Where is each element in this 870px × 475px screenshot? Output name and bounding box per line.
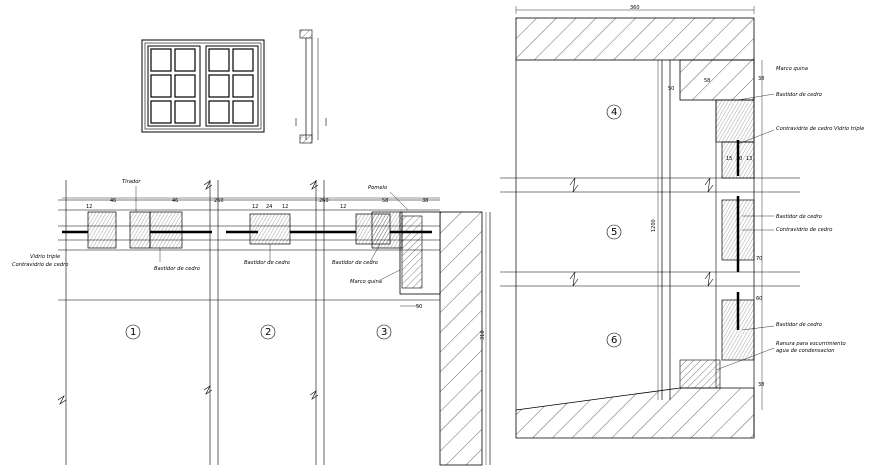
label-marco-quina-section: Marco quina bbox=[776, 66, 808, 72]
label-ranura: Ranura para escurrimiento bbox=[776, 341, 846, 347]
label-bastidor-plan-2: Bastidor de cedro bbox=[244, 260, 290, 266]
panel-number-1: 1 bbox=[130, 327, 136, 338]
window-pane bbox=[174, 100, 196, 124]
label-bastidor-section-2: Bastidor de cedro bbox=[776, 214, 822, 220]
window-pane bbox=[208, 48, 230, 72]
window-pane bbox=[232, 100, 254, 124]
dim-46-b: 46 bbox=[172, 198, 178, 204]
panel-number-4: 4 bbox=[611, 107, 617, 118]
window-pane bbox=[150, 48, 172, 72]
dim-58: 58 bbox=[382, 198, 388, 204]
dim-260-a: 260 bbox=[214, 198, 224, 204]
window-pane bbox=[208, 74, 230, 98]
label-pomelo: Pomelo bbox=[368, 185, 387, 191]
window-pane bbox=[174, 48, 196, 72]
panel-number-3: 3 bbox=[381, 327, 387, 338]
dim-top-width: 360 bbox=[630, 5, 640, 11]
label-contravidrio-section: Contravidrio de cedro bbox=[776, 227, 832, 233]
window-pane bbox=[150, 100, 172, 124]
dim-260-b: 260 bbox=[319, 198, 329, 204]
dim-38-b: 38 bbox=[758, 76, 764, 82]
label-marco-quina-plan: Marco quina bbox=[350, 279, 382, 285]
window-pane bbox=[150, 74, 172, 98]
panel-number-6: 6 bbox=[611, 335, 617, 346]
plan-section bbox=[57, 180, 491, 466]
label-bastidor-section-1: Bastidor de cedro bbox=[776, 92, 822, 98]
dim-section-height: 1200 bbox=[651, 219, 657, 232]
dim-24: 24 bbox=[266, 204, 272, 210]
window-pane bbox=[232, 48, 254, 72]
dim-13: 13 bbox=[746, 156, 752, 162]
small-section bbox=[295, 29, 327, 144]
dim-50: 50 bbox=[668, 86, 674, 92]
label-ranura-2: agua de condensacion bbox=[776, 348, 834, 354]
dim-10: 10 bbox=[736, 156, 742, 162]
window-pane bbox=[208, 100, 230, 124]
dim-plan-height: 310 bbox=[480, 330, 486, 340]
dim-15: 15 bbox=[726, 156, 732, 162]
dim-46-a: 46 bbox=[110, 198, 116, 204]
dim-12-a: 12 bbox=[86, 204, 92, 210]
label-tirador: Tirador bbox=[122, 179, 141, 185]
annotations: Tirador Pomelo Vidrio triple Contravidri… bbox=[12, 5, 864, 388]
label-bastidor-plan-3: Bastidor de cedro bbox=[332, 260, 378, 266]
dim-70: 70 bbox=[756, 256, 762, 262]
dim-58-section: 58 bbox=[704, 78, 710, 84]
label-contravidrio-vidrio: Contravidrio de cedro Vidrio triple bbox=[776, 126, 864, 132]
dim-60: 60 bbox=[756, 296, 762, 302]
dim-12-d: 12 bbox=[340, 204, 346, 210]
panel-number-2: 2 bbox=[265, 327, 271, 338]
label-bastidor-section-3: Bastidor de cedro bbox=[776, 322, 822, 328]
window-pane bbox=[232, 74, 254, 98]
window-elevation bbox=[141, 39, 265, 133]
dim-38-a: 38 bbox=[422, 198, 428, 204]
dim-12-b: 12 bbox=[252, 204, 258, 210]
window-pane bbox=[174, 74, 196, 98]
dim-12-c: 12 bbox=[282, 204, 288, 210]
label-contravidrio-plan: Contravidrio de cedro bbox=[12, 262, 68, 268]
dim-38-c: 38 bbox=[758, 382, 764, 388]
vertical-section bbox=[500, 6, 800, 439]
panel-number-5: 5 bbox=[611, 227, 617, 238]
dim-plan-depth: 50 bbox=[416, 304, 422, 310]
label-bastidor-plan-1: Bastidor de cedro bbox=[154, 266, 200, 272]
label-vidrio-triple: Vidrio triple bbox=[30, 254, 60, 260]
